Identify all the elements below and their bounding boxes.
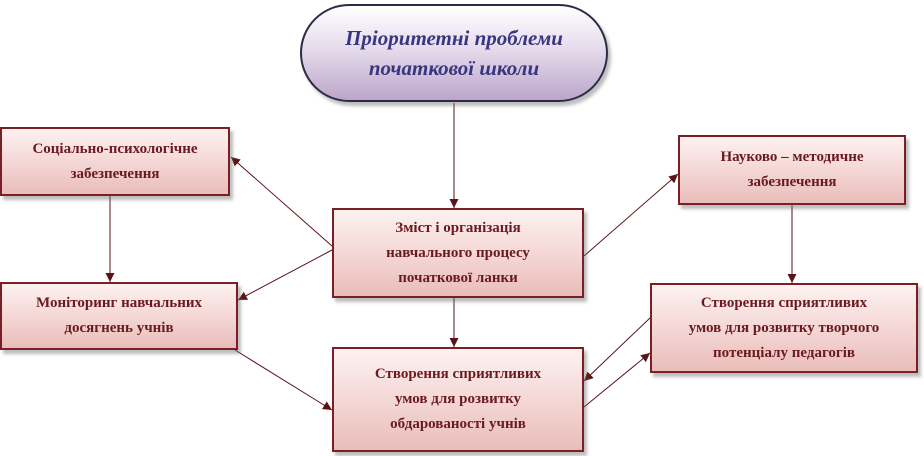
node-achievement-monitoring: Моніторинг навчальних досягнень учнів — [0, 282, 238, 350]
node-educational-process: Зміст і організація навчального процесу … — [332, 208, 584, 298]
node-scientific-methodical-support: Науково – методичне забезпечення — [678, 135, 906, 205]
arrow-monitoring-to-gifted — [234, 349, 333, 411]
node-gifted-students-conditions: Створення сприятливих умов для розвитку … — [332, 347, 584, 452]
arrow-teachers-to-gifted — [583, 317, 651, 382]
root-node: Пріоритетні проблеми початкової школи — [300, 4, 608, 102]
arrow-content-to-social — [230, 156, 333, 247]
arrow-content-to-monitoring — [237, 249, 333, 301]
arrow-gifted-to-teachers — [583, 352, 651, 408]
node-teacher-creativity-conditions: Створення сприятливих умов для розвитку … — [650, 283, 918, 373]
node-social-psychological-support: Соціально-психологічне забезпечення — [0, 127, 230, 196]
arrow-content-to-science — [583, 173, 679, 257]
